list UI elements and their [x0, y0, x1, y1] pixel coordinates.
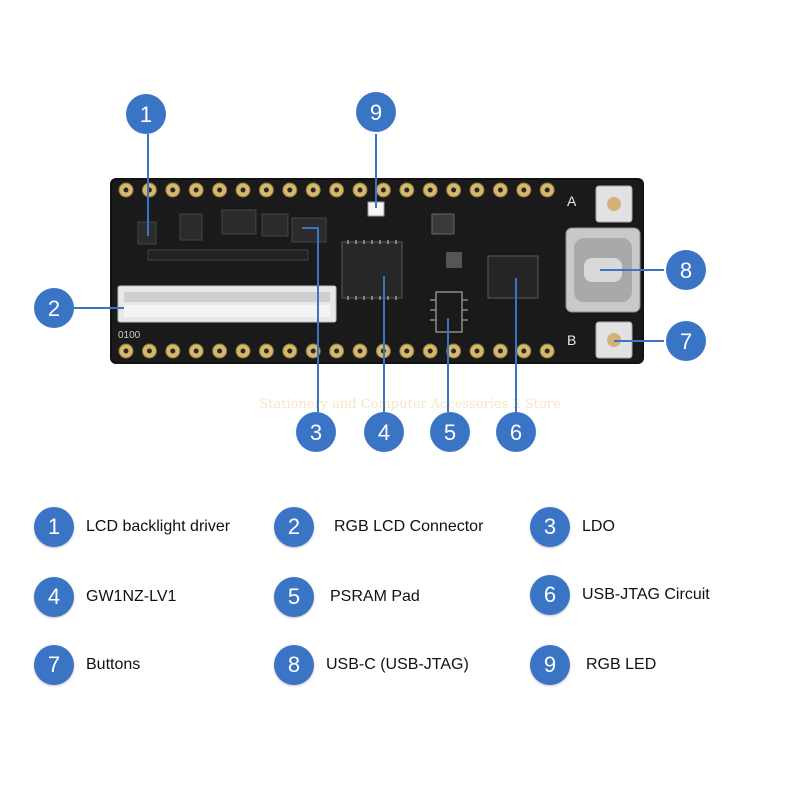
pad-top-hole-5 — [240, 187, 246, 193]
lcd-connector — [117, 285, 337, 323]
pad-top-hole-17 — [521, 187, 527, 193]
pad-top-hole-12 — [404, 187, 410, 193]
pad-top-hole-11 — [380, 187, 386, 193]
pad-bottom-hole-1 — [146, 348, 152, 354]
pad-top-hole-0 — [123, 187, 129, 193]
svg-text:7: 7 — [680, 329, 692, 354]
pad-bottom-hole-12 — [404, 348, 410, 354]
svg-text:6: 6 — [510, 420, 522, 445]
pad-top-hole-7 — [287, 187, 293, 193]
callout-5: 5 — [430, 412, 470, 452]
pad-bottom-hole-3 — [193, 348, 199, 354]
silkscreen-a: A — [567, 193, 577, 209]
callout-2: 2 — [34, 288, 74, 328]
callout-6: 6 — [496, 412, 536, 452]
svg-text:5: 5 — [444, 420, 456, 445]
svg-text:3: 3 — [310, 420, 322, 445]
watermark-text: Stationery and Computer Accessories 2 St… — [259, 397, 561, 412]
pad-top-hole-9 — [334, 187, 340, 193]
pad-bottom-hole-13 — [427, 348, 433, 354]
pad-bottom-hole-15 — [474, 348, 480, 354]
pad-bottom-hole-6 — [263, 348, 269, 354]
silkscreen-model: 0100 — [118, 330, 141, 341]
pad-bottom-hole-9 — [334, 348, 340, 354]
pad-top-hole-6 — [263, 187, 269, 193]
callout-3: 3 — [296, 412, 336, 452]
pad-top-hole-14 — [451, 187, 457, 193]
pad-top-hole-2 — [170, 187, 176, 193]
fpga-chip — [341, 240, 403, 300]
svg-text:8: 8 — [680, 258, 692, 283]
leader-3 — [302, 227, 319, 412]
callout-4: 4 — [364, 412, 404, 452]
pad-bottom-hole-2 — [170, 348, 176, 354]
callout-badges: 1 2 3 4 5 6 7 8 9 — [34, 92, 706, 452]
pad-top-hole-4 — [217, 187, 223, 193]
pad-bottom-hole-7 — [287, 348, 293, 354]
pad-top-hole-3 — [193, 187, 199, 193]
pad-bottom-hole-0 — [123, 348, 129, 354]
callout-9: 9 — [356, 92, 396, 132]
pad-top-hole-18 — [544, 187, 550, 193]
pad-bottom-hole-18 — [544, 348, 550, 354]
callout-1: 1 — [126, 94, 166, 134]
pad-bottom-hole-17 — [521, 348, 527, 354]
pad-bottom-hole-10 — [357, 348, 363, 354]
svg-text:4: 4 — [378, 420, 390, 445]
pad-top-hole-10 — [357, 187, 363, 193]
pad-bottom-hole-4 — [217, 348, 223, 354]
usb-jtag-chip — [431, 213, 539, 299]
pad-bottom-hole-14 — [451, 348, 457, 354]
callout-8: 8 — [666, 250, 706, 290]
callout-7: 7 — [666, 321, 706, 361]
pad-bottom-hole-5 — [240, 348, 246, 354]
pad-top-hole-16 — [497, 187, 503, 193]
pad-top-hole-15 — [474, 187, 480, 193]
svg-text:9: 9 — [370, 100, 382, 125]
pad-bottom-hole-16 — [497, 348, 503, 354]
svg-text:1: 1 — [140, 102, 152, 127]
pad-bottom-hole-8 — [310, 348, 316, 354]
svg-text:2: 2 — [48, 296, 60, 321]
smd-components-left — [137, 209, 327, 261]
button-a — [595, 185, 633, 223]
silkscreen-b: B — [567, 332, 576, 348]
pad-top-hole-8 — [310, 187, 316, 193]
pad-top-hole-13 — [427, 187, 433, 193]
callout-leaders — [74, 134, 664, 412]
header-pads-top — [118, 182, 555, 198]
